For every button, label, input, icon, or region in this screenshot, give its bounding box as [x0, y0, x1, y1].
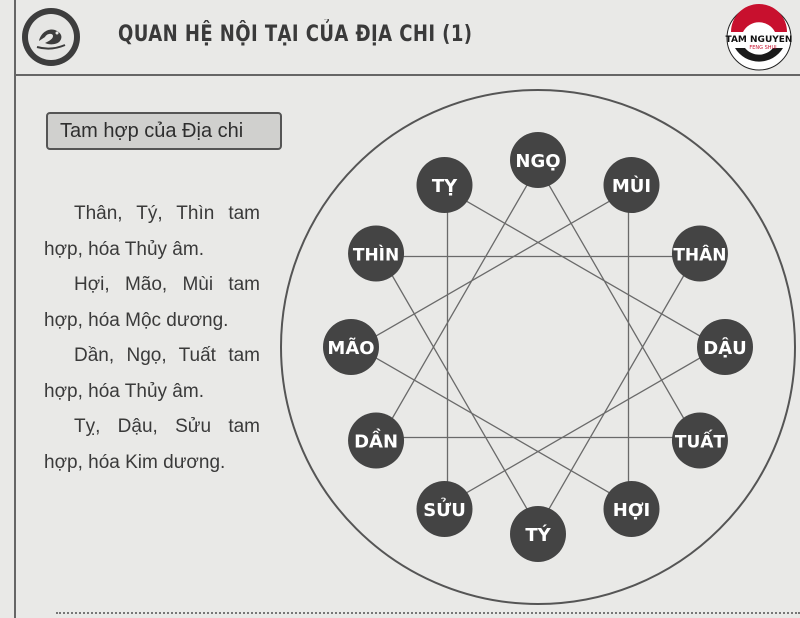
paragraph-1-line-1: Thân, Tý, Thìn tam — [74, 203, 260, 224]
branch-label: SỬU — [423, 497, 466, 521]
branch-node-circle — [510, 132, 566, 188]
branch-node: THÂN — [671, 225, 728, 282]
branch-label: THÌN — [353, 244, 399, 266]
branch-node-circle — [348, 412, 405, 469]
branch-node: SỬU — [416, 480, 473, 537]
branch-label: DẦN — [354, 429, 398, 453]
paragraph-4-line-1: Tỵ, Dậu, Sửu tam — [74, 416, 260, 437]
paragraph-2-line-2: hợp, hóa Mộc dương. — [44, 309, 229, 331]
branch-node-circle — [416, 157, 473, 214]
paragraph-2: Hợi, Mão, Mùi tam hợp, hóa Mộc dương. — [44, 267, 260, 338]
tam-hop-diagram: NGỌ MÙI THÂN DẬU TUẤT HỢI TÝ SỬU DẦN MÃO THÌN TỴ — [280, 89, 796, 605]
branch-node-circle — [603, 157, 660, 214]
triangle-4 — [446, 189, 721, 505]
branch-node-circle — [510, 506, 566, 562]
triangle-3 — [380, 164, 696, 439]
branch-label: THÂN — [673, 244, 726, 266]
paragraph-3: Dần, Ngọ, Tuất tam hợp, hóa Thủy âm. — [44, 338, 260, 409]
branch-node-circle — [348, 225, 405, 282]
page-border — [14, 0, 800, 618]
branch-node-circle — [671, 412, 728, 469]
branch-node-circle — [323, 319, 379, 375]
paragraph-4-line-2: hợp, hóa Kim dương. — [44, 451, 226, 473]
dragon-emblem-icon — [22, 8, 80, 66]
header-divider — [14, 74, 800, 76]
branch-node-circle — [697, 319, 753, 375]
branch-label: TUẤT — [675, 429, 726, 453]
logo-text: TAM NGUYEN — [726, 35, 793, 45]
branch-node-circle — [671, 225, 728, 282]
branch-label: TỴ — [432, 176, 458, 197]
branch-node: MÙI — [603, 157, 660, 214]
page-title: QUAN HỆ NỘI TẠI CỦA ĐỊA CHI (1) — [118, 22, 473, 47]
paragraph-1-line-2: hợp, hóa Thủy âm. — [44, 238, 204, 260]
branch-label: TÝ — [525, 524, 551, 546]
branch-label: NGỌ — [515, 151, 560, 172]
branch-node: TÝ — [510, 506, 566, 562]
branch-node-circle — [603, 480, 660, 537]
outer-circle — [280, 89, 796, 605]
paragraph-4: Tỵ, Dậu, Sửu tam hợp, hóa Kim dương. — [44, 409, 260, 480]
header: QUAN HỆ NỘI TẠI CỦA ĐỊA CHI (1) — [14, 0, 800, 76]
branch-label: MÃO — [327, 336, 374, 359]
branch-label: HỢI — [613, 500, 651, 521]
branch-label: DẬU — [703, 337, 747, 359]
branch-node-circle — [416, 480, 473, 537]
paragraph-1: Thân, Tý, Thìn tam hợp, hóa Thủy âm. — [44, 196, 260, 267]
paragraph-3-line-2: hợp, hóa Thủy âm. — [44, 380, 204, 402]
triangle-1 — [380, 255, 696, 530]
branch-node: DẬU — [697, 319, 753, 375]
branch-node: MÃO — [323, 319, 379, 375]
paragraph-3-line-1: Dần, Ngọ, Tuất tam — [74, 345, 260, 366]
branch-node: HỢI — [603, 480, 660, 537]
branch-node: DẦN — [348, 412, 405, 469]
branch-node: TUẤT — [671, 412, 728, 469]
paragraph-2-line-1: Hợi, Mão, Mùi tam — [74, 274, 260, 295]
triangle-2 — [355, 189, 630, 505]
logo-subtext: FENG SHUI — [749, 45, 776, 51]
body-text: Thân, Tý, Thìn tam hợp, hóa Thủy âm. Hợi… — [44, 196, 260, 480]
bottom-divider — [56, 612, 800, 614]
branch-label: MÙI — [612, 175, 651, 197]
branch-node: THÌN — [348, 225, 405, 282]
branch-node: TỴ — [416, 157, 473, 214]
section-subtitle: Tam hợp của Địa chi — [46, 112, 282, 150]
branch-node: NGỌ — [510, 132, 566, 188]
tam-nguyen-logo: TAM NGUYEN FENG SHUI — [717, 2, 797, 72]
